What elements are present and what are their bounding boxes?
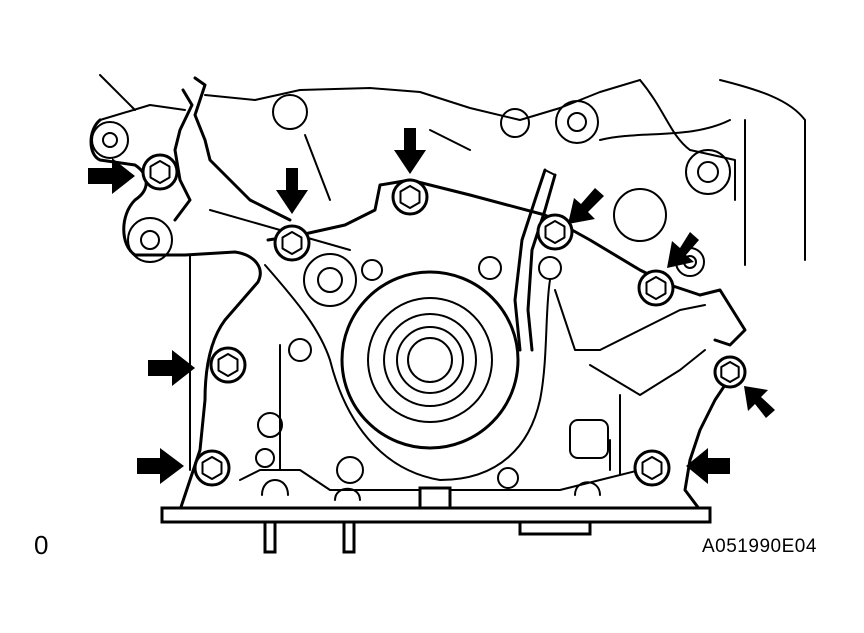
bolt-9 [633,449,671,487]
bolt-3 [391,178,429,216]
figure-code: A051990E04 [702,536,817,557]
bolt-2 [273,224,311,262]
engine-block-outline [99,74,806,266]
bolt-7 [193,449,231,487]
bolt-4 [536,213,574,251]
arrow-right-icon [88,158,135,194]
arrow-up-left-icon [744,386,775,418]
arrow-down-icon [276,168,308,214]
belt-tensioner-bracket [89,76,292,471]
bolts [141,153,747,487]
bolt-1 [141,153,179,191]
bolt-6 [209,346,247,384]
bolt-8 [713,355,747,389]
arrow-right-icon [148,350,195,386]
arrow-down-left-icon [568,188,604,224]
arrow-down-left-icon [667,232,699,268]
base-plate [160,486,712,554]
callout-arrows [88,128,775,484]
arrow-down-icon [394,128,426,174]
arrow-left-icon [686,448,730,484]
bolt-5 [637,269,675,307]
corner-mark: 0 [34,530,49,560]
oil-pump-housing [178,168,747,512]
arrow-right-icon [137,448,184,484]
